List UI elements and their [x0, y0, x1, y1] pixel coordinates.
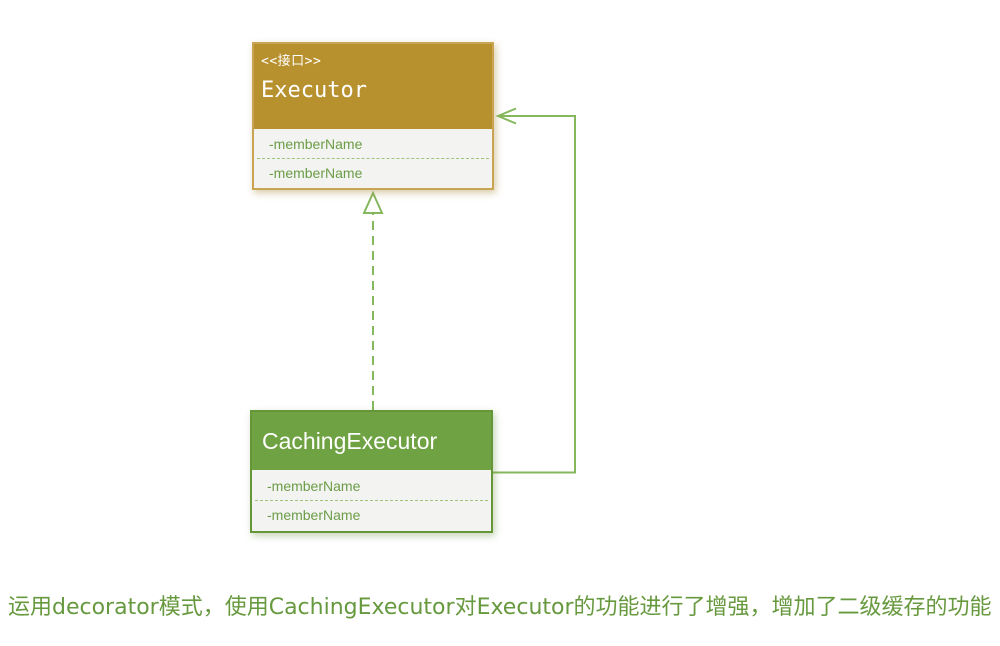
interface-box-executor: <<接口>> Executor -memberName -memberName	[252, 42, 494, 190]
member-field: -memberName	[269, 165, 363, 181]
association-arrow	[493, 107, 576, 474]
class-box-header: CachingExecutor	[252, 412, 491, 470]
interface-title: Executor	[261, 78, 367, 103]
realization-arrow	[362, 190, 384, 410]
member-field: -memberName	[269, 136, 363, 152]
member-field: -memberName	[267, 478, 361, 494]
class-box-members: -memberName -memberName	[252, 470, 491, 531]
class-box-cachingexecutor: CachingExecutor -memberName -memberName	[250, 410, 493, 533]
interface-box-members: -memberName -memberName	[254, 129, 492, 188]
member-divider	[255, 500, 488, 501]
interface-box-header: <<接口>> Executor	[254, 44, 492, 129]
class-title: CachingExecutor	[262, 427, 438, 454]
diagram-caption: 运用decorator模式，使用CachingExecutor对Executor…	[8, 595, 992, 620]
stereotype-label: <<接口>>	[261, 54, 322, 69]
member-field: -memberName	[267, 507, 361, 523]
member-divider	[257, 158, 489, 159]
